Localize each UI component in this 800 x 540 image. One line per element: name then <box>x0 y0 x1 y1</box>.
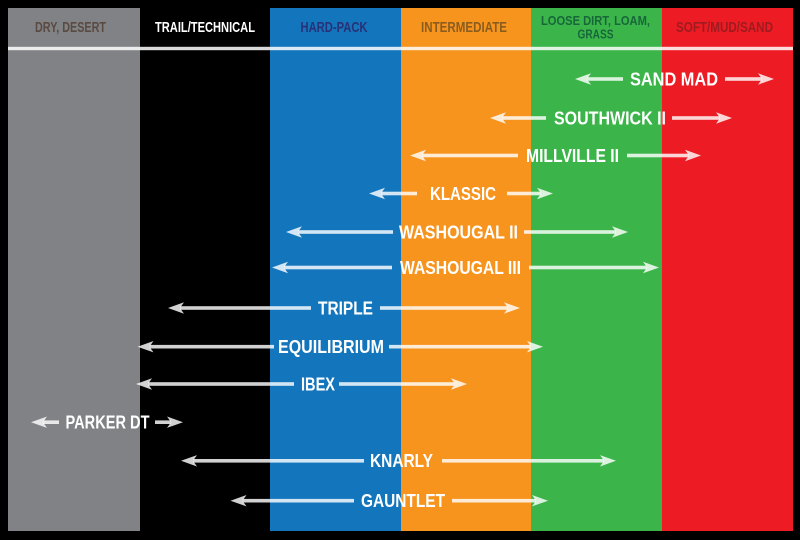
svg-text:DRY, DESERT: DRY, DESERT <box>35 19 106 36</box>
svg-text:MILLVILLE II: MILLVILLE II <box>526 146 619 166</box>
svg-text:LOOSE DIRT, LOAM,: LOOSE DIRT, LOAM, <box>541 13 650 28</box>
svg-text:WASHOUGAL II: WASHOUGAL II <box>399 222 518 242</box>
svg-text:KLASSIC: KLASSIC <box>430 184 496 204</box>
svg-text:KNARLY: KNARLY <box>370 451 433 471</box>
svg-text:SOFT/MUD/SAND: SOFT/MUD/SAND <box>676 19 773 36</box>
svg-text:IBEX: IBEX <box>301 374 335 394</box>
svg-text:EQUILIBRIUM: EQUILIBRIUM <box>278 337 384 357</box>
svg-text:PARKER DT: PARKER DT <box>66 413 150 433</box>
svg-text:WASHOUGAL III: WASHOUGAL III <box>400 258 521 278</box>
svg-text:SOUTHWICK II: SOUTHWICK II <box>554 108 666 128</box>
svg-text:GAUNTLET: GAUNTLET <box>361 491 445 511</box>
svg-text:TRIPLE: TRIPLE <box>318 298 373 318</box>
svg-text:GRASS: GRASS <box>578 27 614 42</box>
svg-text:TRAIL/TECHNICAL: TRAIL/TECHNICAL <box>155 19 255 36</box>
svg-text:SAND MAD: SAND MAD <box>630 69 718 89</box>
svg-text:HARD-PACK: HARD-PACK <box>301 19 368 36</box>
svg-text:INTERMEDIATE: INTERMEDIATE <box>421 19 507 36</box>
